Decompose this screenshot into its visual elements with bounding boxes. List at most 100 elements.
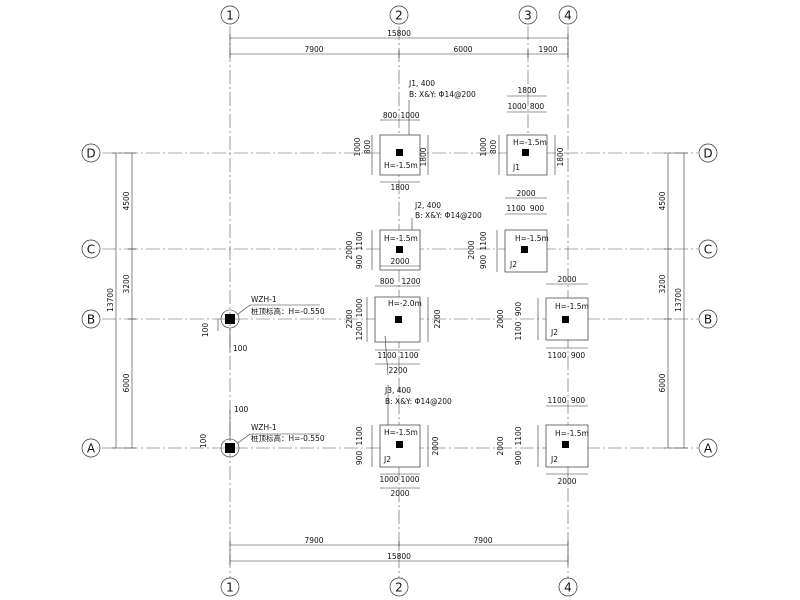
pile-top-elev-a1: 桩顶标高：H=-0.550	[251, 433, 325, 443]
fdim-c2-left-1: 1100	[355, 231, 364, 250]
pile-wzh-b1: WZH-1 桩顶标高：H=-0.550 100 100	[201, 295, 325, 353]
footing-a4-elev: H=-1.5m	[555, 429, 589, 438]
axis-label-3-top: 3	[524, 9, 532, 23]
fdim-c2-bottom: 2000	[390, 257, 409, 266]
axis-label-1-top: 1	[226, 9, 234, 23]
fdim-a2-bottom-2: 2000	[390, 489, 409, 498]
dim-top-seg-1: 7900	[304, 45, 323, 54]
axis-label-c-left: C	[87, 243, 95, 257]
pile-label-b1: WZH-1	[251, 295, 277, 304]
fdim-d3-top-2a: 1000	[507, 102, 526, 111]
axis-label-4-top: 4	[564, 9, 572, 23]
callout-j2-name: J2, 400	[414, 201, 441, 210]
dim-bottom-total: 15800	[387, 552, 411, 561]
fdim-c3-top-2a: 1100	[506, 204, 525, 213]
callout-j1-name: J1, 400	[408, 79, 435, 88]
pile-offset-a1-b: 100	[199, 434, 208, 449]
right-dimension-chain: 4500 3200 6000 13700	[658, 152, 688, 449]
fdim-d3-right: 1800	[556, 147, 565, 166]
dim-left-seg-1: 4500	[122, 191, 131, 210]
footing-c2-elev: H=-1.5m	[384, 234, 418, 243]
fdim-b2-left-1: 1000	[355, 298, 364, 317]
callout-j3-rebar: B: X&Y: Φ14@200	[385, 397, 452, 406]
footing-c3-tag: J2	[509, 260, 517, 269]
axis-label-a-right: A	[704, 442, 713, 456]
pile-label-a1: WZH-1	[251, 423, 277, 432]
footing-d2: J1, 400 B: X&Y: Φ14@200 800 1000 H=-1.5m…	[353, 79, 476, 192]
dim-top-seg-2: 6000	[453, 45, 472, 54]
fdim-a2-left-1: 1100	[355, 426, 364, 445]
fdim-b4-left-2: 1100	[514, 321, 523, 340]
footing-b4: 2000 H=-1.5m J2 2000 900 1100 1100 900	[496, 275, 589, 360]
fdim-b2-top-2: 1200	[401, 277, 420, 286]
dim-right-seg-3: 6000	[658, 373, 667, 392]
fdim-c3-outer: 2000	[467, 240, 476, 259]
axis-label-a-left: A	[87, 442, 96, 456]
fdim-a4-bottom: 2000	[557, 477, 576, 486]
fdim-c3-left-2: 900	[479, 255, 488, 270]
fdim-d3-left-1: 1000	[479, 137, 488, 156]
fdim-c3-top-1: 2000	[516, 189, 535, 198]
fdim-a4-left-2: 900	[514, 451, 523, 466]
fdim-b4-outer: 2000	[496, 309, 505, 328]
fdim-a2-right: 2000	[431, 436, 440, 455]
fdim-d3-top-2b: 800	[530, 102, 545, 111]
fdim-a4-outer: 2000	[496, 436, 505, 455]
footing-d3-elev: H=-1.5m	[513, 138, 547, 147]
fdim-b4-left-1: 900	[514, 302, 523, 317]
left-dimension-chain: 13700 4500 3200 6000	[106, 152, 136, 449]
axis-label-c-right: C	[704, 243, 712, 257]
footing-b4-tag: J2	[550, 328, 558, 337]
fdim-b2-top-1: 800	[380, 277, 395, 286]
axis-bubbles-bottom: 1 2 4	[220, 577, 578, 597]
fdim-b2-bottom-2: 2200	[388, 366, 407, 375]
footing-c3: 2000 1100 900 H=-1.5m J2 2000 1100 900	[467, 189, 549, 273]
fdim-a4-top-2: 900	[571, 396, 586, 405]
axis-label-4-bottom: 4	[564, 581, 572, 595]
dim-top-seg-3: 1900	[538, 45, 557, 54]
footing-b4-elev: H=-1.5m	[555, 302, 589, 311]
pile-top-elev-b1: 桩顶标高：H=-0.550	[251, 306, 325, 316]
fdim-a4-left-1: 1100	[514, 426, 523, 445]
fdim-c2-outer: 2000	[345, 240, 354, 259]
bottom-dimension-chain: 7900 7900 15800	[229, 536, 569, 565]
footing-b2-elev: H=-2.0m	[388, 299, 422, 308]
axis-label-1-bottom: 1	[226, 581, 234, 595]
footing-b2: 800 1200 H=-2.0m 2200 1000 1200 2200 110…	[345, 277, 442, 376]
dim-right-seg-1: 4500	[658, 191, 667, 210]
fdim-b2-bottom-1a: 1100	[377, 351, 396, 360]
top-dimension-chain: 15800 7900 6000 1900	[229, 29, 569, 58]
fdim-b4-bottom-1: 1100	[547, 351, 566, 360]
dim-left-seg-3: 6000	[122, 373, 131, 392]
fdim-d3-left-2: 800	[489, 140, 498, 155]
footing-c2: J2, 400 B: X&Y: Φ14@200 H=-1.5m 2000 110…	[345, 201, 482, 271]
fdim-d2-bottom: 1800	[390, 183, 409, 192]
dim-left-total: 13700	[106, 288, 115, 312]
fdim-b2-outer: 2200	[345, 309, 354, 328]
fdim-d2-top-1: 800	[383, 111, 398, 120]
dim-bottom-seg-2: 7900	[473, 536, 492, 545]
axis-bubbles-right: D C B A	[698, 143, 718, 458]
fdim-c3-top-2b: 900	[530, 204, 545, 213]
pile-wzh-a1: WZH-1 桩顶标高：H=-0.550 100 100	[199, 405, 325, 458]
callout-j1-rebar: B: X&Y: Φ14@200	[409, 90, 476, 99]
axis-label-b-left: B	[87, 313, 95, 327]
fdim-d3-top-1: 1800	[517, 86, 536, 95]
pile-offset-a1-a: 100	[234, 405, 249, 414]
dim-top-total: 15800	[387, 29, 411, 38]
dim-left-seg-2: 3200	[122, 274, 131, 293]
fdim-b4-top: 2000	[557, 275, 576, 284]
footing-a4-tag: J2	[550, 455, 558, 464]
axis-bubbles-left: D C B A	[81, 143, 101, 458]
footing-c3-elev: H=-1.5m	[515, 234, 549, 243]
fdim-b2-right: 2200	[433, 309, 442, 328]
axis-label-d-left: D	[86, 147, 95, 161]
fdim-a2-bottom-1a: 1000	[379, 475, 398, 484]
fdim-c3-left-1: 1100	[479, 231, 488, 250]
dim-bottom-seg-1: 7900	[304, 536, 323, 545]
axis-label-b-right: B	[704, 313, 712, 327]
fdim-b2-left-2: 1200	[355, 321, 364, 340]
footing-a2-elev: H=-1.5m	[384, 428, 418, 437]
axis-label-2-bottom: 2	[395, 581, 403, 595]
